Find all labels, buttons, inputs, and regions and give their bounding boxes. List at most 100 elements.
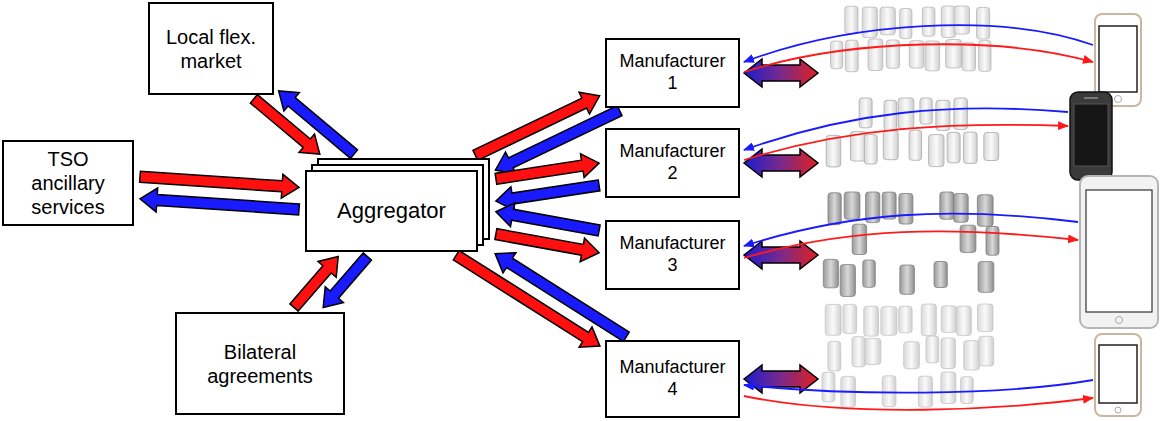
red-curve [744,231,1078,258]
tablet-icon [1080,176,1158,328]
phone-body [1095,334,1141,416]
flow-arrow [496,203,600,236]
device-unit [852,224,866,254]
device-unit [954,194,969,223]
manufacturer-box: Manufacturer 3 [605,220,740,290]
device-unit [947,132,960,162]
device-unit [828,341,841,371]
device-unit [986,227,999,256]
device-unit [964,341,980,370]
device-unit [984,133,999,161]
service-box: TSO ancillary services [2,140,134,226]
box-label: Manufacturer 2 [613,141,732,184]
tablet-screen [1086,190,1152,312]
double-arrows [744,59,818,393]
phone-icon [1095,334,1141,416]
device-unit [822,372,835,402]
device-unit [868,39,883,71]
device-unit [881,307,897,336]
flow-arrow [495,154,599,185]
manufacturer-box: Manufacturer 1 [605,38,740,108]
device-unit [852,337,865,367]
phone-icon [1070,92,1112,180]
device-unit [880,7,895,35]
device-unit [962,43,975,71]
tablet-button [1116,317,1123,324]
device-unit [900,9,912,39]
device-unit [940,192,954,219]
device-unit [843,304,857,333]
device-unit [840,265,855,297]
device-unit [863,260,876,287]
device-unit [978,304,994,332]
red-curve [744,396,1093,410]
device-unit [934,262,947,288]
device-unit [941,372,956,403]
box-label: Manufacturer 1 [613,51,732,94]
device-unit [941,6,955,38]
aggregator-box: Aggregator [305,170,478,252]
device-unit [921,304,936,336]
device-unit [978,262,994,293]
double-arrow [744,59,818,87]
device-unit [977,7,990,39]
red-curve [744,125,1068,160]
device-unit [826,135,841,167]
device-unit [865,338,881,364]
phone-speaker [1084,97,1098,99]
device-unit [964,132,978,163]
box-label: TSO ancillary services [10,147,126,219]
tablet-body [1080,176,1158,328]
device-unit [979,336,994,366]
device-unit [823,259,838,287]
device-unit [859,98,872,128]
device-unit [883,131,898,160]
phone-screen [1074,104,1108,166]
device-unit [844,192,860,219]
phone-body [1070,92,1112,180]
device-unit [831,41,843,69]
flow-arrow [140,188,299,215]
manufacturer-box: Manufacturer 4 [605,340,740,418]
signal-curves [744,25,1093,410]
device-unit [904,342,920,369]
box-label: Bilateral agreements [183,340,337,388]
device-unit [862,7,877,37]
device-unit [886,40,899,68]
device-unit [922,7,935,36]
device-unit [845,6,858,33]
device-unit [900,265,915,294]
device-unit [961,377,974,404]
phone-screen [1099,26,1137,92]
blue-curve [744,25,1093,62]
device-unit [864,135,877,164]
manufacturer-box: Manufacturer 2 [605,128,740,198]
phone-button [1115,407,1121,413]
device-unit [828,193,841,225]
device-unit [884,100,897,132]
flow-arrow [279,91,358,158]
device-unit [899,306,912,333]
blue-curve [744,380,1093,393]
flow-arrow [323,253,371,308]
box-label: Aggregator [337,198,446,224]
device-unit [957,306,972,335]
device-clusters [822,6,999,407]
device-unit [850,132,866,161]
device-unit [960,225,976,252]
device-unit [909,130,922,160]
device-unit [954,6,969,34]
device-unit [941,338,955,369]
device-unit [929,135,944,167]
device-unit [941,306,956,333]
box-label: Manufacturer 4 [613,357,732,400]
device-unit [977,195,993,227]
device-unit [925,41,940,71]
device-unit [845,40,858,71]
device-unit [926,336,939,363]
phone-screen [1099,345,1137,403]
phone-button [1115,96,1122,103]
device-unit [825,304,841,335]
device-unit [882,376,896,407]
